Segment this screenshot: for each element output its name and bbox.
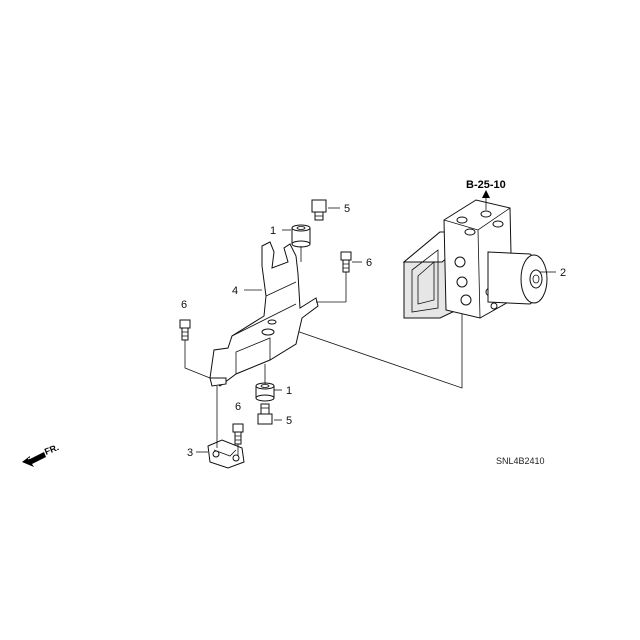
grommet-bottom — [255, 382, 275, 402]
callout-1-bottom: 1 — [286, 385, 292, 397]
front-indicator-label: FR. — [43, 442, 60, 457]
callout-5-top: 5 — [344, 203, 350, 215]
collar-bolt-top — [311, 199, 327, 221]
callout-3: 3 — [187, 447, 193, 459]
front-arrow-icon — [22, 451, 46, 467]
flange-bolt-right — [340, 251, 352, 273]
abs-modulator-assembly — [402, 190, 548, 319]
flange-bolt-bottom — [232, 423, 244, 445]
mount-leader-line — [281, 314, 463, 389]
collar-bolt-bottom — [257, 403, 273, 425]
drawing-code: SNL4B2410 — [496, 456, 545, 466]
callout-2: 2 — [560, 267, 566, 279]
flange-bolt-left — [179, 319, 191, 341]
callout-1-top: 1 — [270, 225, 276, 237]
modulator-bracket — [209, 241, 319, 387]
grommet-top — [291, 224, 311, 248]
reference-code: B-25-10 — [466, 179, 506, 191]
callout-6-right: 6 — [366, 257, 372, 269]
reference-arrow-icon — [482, 190, 490, 198]
callout-6-bottom: 6 — [235, 401, 241, 413]
callout-6-left: 6 — [181, 299, 187, 311]
callout-5-bottom: 5 — [286, 415, 292, 427]
callout-4: 4 — [232, 285, 238, 297]
